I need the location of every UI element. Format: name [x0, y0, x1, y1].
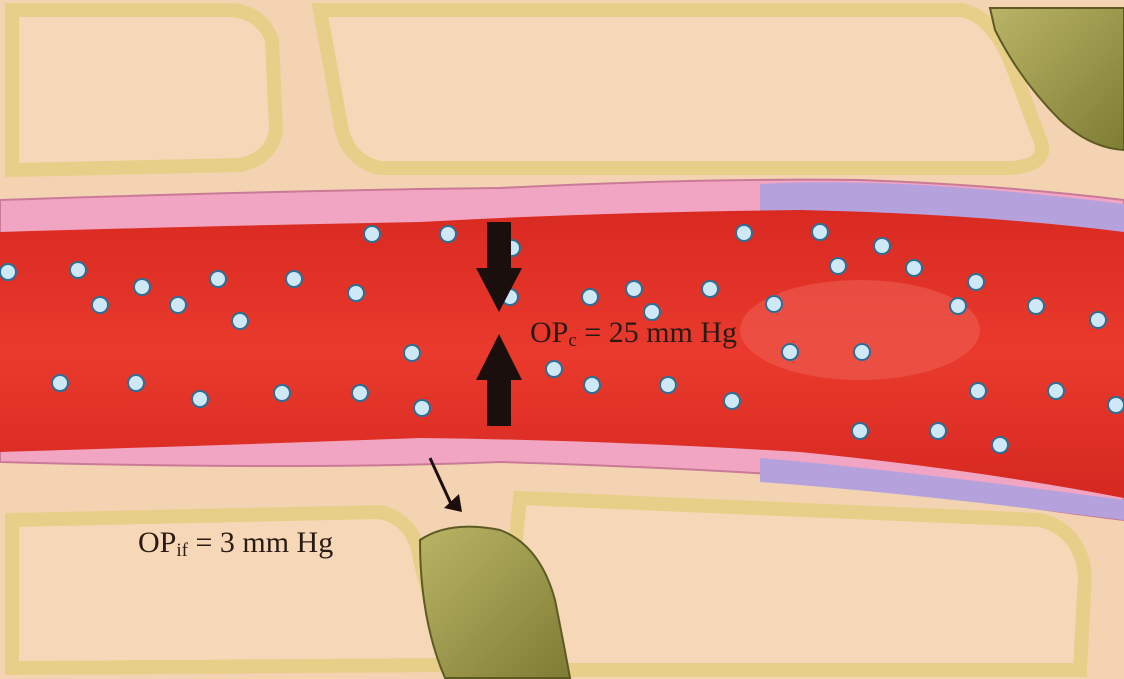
interstitial-pressure-value: = 3 mm Hg — [195, 526, 333, 559]
protein-dot-icon — [1048, 383, 1064, 399]
protein-dot-icon — [724, 393, 740, 409]
protein-dot-icon — [1108, 397, 1124, 413]
protein-dot-icon — [992, 437, 1008, 453]
protein-dot-icon — [830, 258, 846, 274]
protein-dot-icon — [970, 383, 986, 399]
capillary-pressure-value: = 25 mm Hg — [584, 316, 737, 349]
protein-dot-icon — [232, 313, 248, 329]
protein-dot-icon — [274, 385, 290, 401]
blood-highlight — [740, 280, 980, 380]
capillary-pressure-prefix: OP — [530, 316, 568, 349]
protein-dot-icon — [546, 361, 562, 377]
protein-dot-icon — [128, 375, 144, 391]
protein-dot-icon — [134, 279, 150, 295]
protein-dot-icon — [352, 385, 368, 401]
protein-dot-icon — [582, 289, 598, 305]
capillary-pressure-label: OPc = 25 mm Hg — [530, 318, 737, 350]
protein-dot-icon — [950, 298, 966, 314]
protein-dot-icon — [766, 296, 782, 312]
protein-dot-icon — [852, 423, 868, 439]
protein-dot-icon — [52, 375, 68, 391]
protein-dot-icon — [736, 225, 752, 241]
protein-dot-icon — [906, 260, 922, 276]
protein-dot-icon — [854, 344, 870, 360]
protein-dot-icon — [874, 238, 890, 254]
protein-dot-icon — [348, 285, 364, 301]
protein-dot-icon — [930, 423, 946, 439]
protein-dot-icon — [70, 262, 86, 278]
protein-dot-icon — [170, 297, 186, 313]
capillary-pressure-subscript: c — [568, 330, 576, 351]
upper-tissue-cells — [12, 10, 1042, 170]
protein-dot-icon — [192, 391, 208, 407]
protein-dot-icon — [584, 377, 600, 393]
protein-dot-icon — [210, 271, 226, 287]
protein-dot-icon — [782, 344, 798, 360]
protein-dot-icon — [92, 297, 108, 313]
protein-dot-icon — [660, 377, 676, 393]
protein-dot-icon — [812, 224, 828, 240]
protein-dot-icon — [1090, 312, 1106, 328]
protein-dot-icon — [286, 271, 302, 287]
protein-dot-icon — [364, 226, 380, 242]
protein-dot-icon — [968, 274, 984, 290]
protein-dot-icon — [404, 345, 420, 361]
interstitial-pressure-subscript: if — [176, 540, 188, 561]
protein-dot-icon — [626, 281, 642, 297]
protein-dot-icon — [0, 264, 16, 280]
protein-dot-icon — [702, 281, 718, 297]
interstitial-pressure-prefix: OP — [138, 526, 176, 559]
protein-dot-icon — [440, 226, 456, 242]
protein-dot-icon — [1028, 298, 1044, 314]
protein-dot-icon — [414, 400, 430, 416]
interstitial-pressure-label: OPif = 3 mm Hg — [138, 528, 333, 560]
